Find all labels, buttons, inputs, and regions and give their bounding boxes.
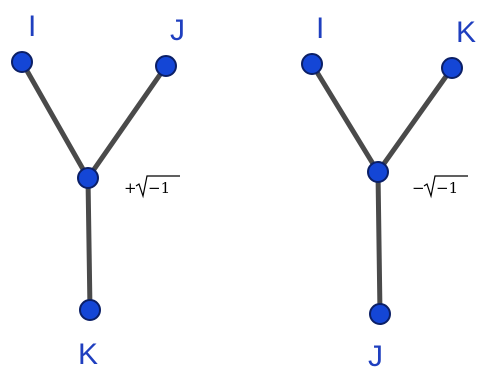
right-node-top-right (441, 57, 463, 79)
right-node-top-left (301, 53, 323, 75)
left-weight-sign: + (124, 179, 137, 197)
left-label-top-right: J (170, 14, 185, 47)
right-radical-sign (423, 175, 468, 199)
left-edge-weight: + −1 (124, 175, 180, 199)
left-node-bottom (79, 299, 101, 321)
right-tree: I K J − −1 (301, 12, 476, 373)
right-node-bottom (369, 303, 391, 325)
left-label-top-left: I (28, 10, 36, 43)
left-weight-radicand: −1 (148, 179, 170, 197)
left-edge-bottom (85, 175, 93, 313)
left-edge-top-left (19, 59, 91, 181)
right-label-bottom: J (368, 340, 383, 373)
right-edge-bottom (375, 169, 383, 317)
left-node-top-right (155, 55, 177, 77)
right-node-center (367, 161, 389, 183)
right-edge-weight: − −1 (412, 175, 468, 199)
right-edge-top-right (375, 65, 455, 175)
right-weight-radicand: −1 (436, 179, 458, 197)
left-tree: I J K + −1 (11, 10, 185, 371)
left-node-center (77, 167, 99, 189)
left-node-top-left (11, 51, 33, 73)
left-edge-top-right (85, 63, 169, 181)
right-weight-sign: − (412, 179, 425, 197)
right-label-top-right: K (456, 16, 476, 49)
left-label-bottom: K (78, 338, 98, 371)
right-edge-top-left (309, 61, 381, 175)
left-radical-sign (135, 175, 180, 199)
right-label-top-left: I (316, 12, 324, 45)
